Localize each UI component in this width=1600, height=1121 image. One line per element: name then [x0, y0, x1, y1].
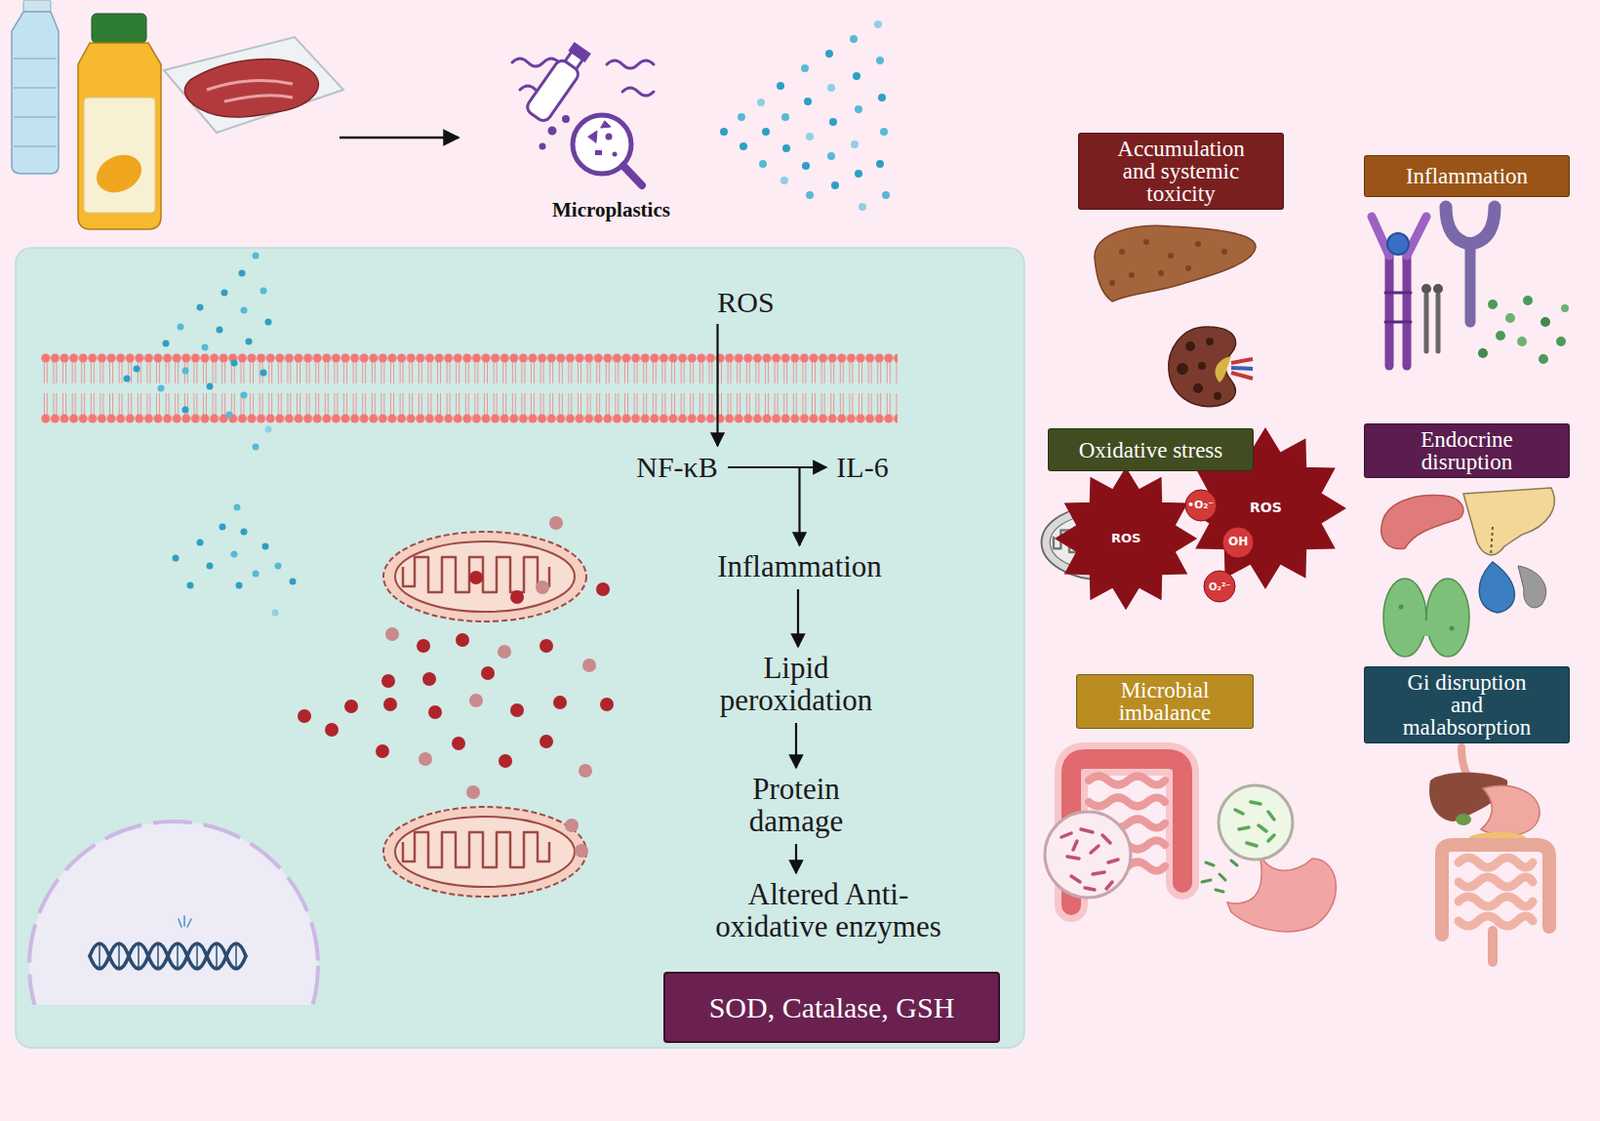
step-text: IL-6 [836, 451, 888, 483]
microplastic-dots [172, 504, 297, 617]
effect-box: Endocrine disruption [1363, 423, 1570, 479]
effect-box: Microbial imbalance [1076, 674, 1254, 729]
pathway-step: Altered Anti-oxidative enzymes [700, 877, 957, 946]
source-arrow [339, 136, 459, 140]
pathway-step: Protein damage [726, 771, 866, 840]
step-text: Inflammation [717, 551, 882, 584]
effect-box: Accumulation and systemic toxicity [1078, 132, 1284, 210]
flow-arrow [727, 467, 800, 546]
gut-microbiota-icon [1044, 759, 1336, 932]
mitochondrion [383, 806, 587, 897]
flow-arrow [795, 843, 798, 874]
step-text: Altered Anti-oxidative enzymes [706, 879, 951, 943]
cell-membrane [40, 353, 898, 424]
dna-helix [89, 916, 246, 969]
endocrine-glands-icon [1381, 487, 1555, 657]
nucleus [29, 821, 319, 1005]
step-text: ROS [717, 286, 774, 319]
radical-symbol: •O₂⁻ [1187, 499, 1214, 512]
enzyme-text: SOD, Catalase, GSH [709, 992, 956, 1024]
pathway-step: ROS [711, 284, 781, 320]
step-text: NF-κB [636, 451, 718, 483]
flow-arrow [795, 722, 798, 768]
water-bottle [11, 0, 59, 174]
radical-symbol: O₂²⁻ [1208, 581, 1232, 593]
effect-box: Gi disruption and malabsorption [1363, 666, 1570, 744]
ros-burst [1096, 475, 1299, 602]
step-text: Protein damage [732, 773, 860, 838]
digestive-tract-icon [1429, 747, 1550, 962]
pathway-step: IL-6 [830, 449, 895, 485]
ros-symbol: ROS [1249, 500, 1282, 516]
microplastic-dots [123, 252, 273, 451]
enzyme-box: SOD, Catalase, GSH [663, 971, 1000, 1043]
pathway-step: Inflammation [711, 549, 888, 586]
pathway-step: NF-κB [630, 449, 724, 485]
effect-text: Accumulation and systemic toxicity [1108, 137, 1255, 205]
meat-tray [163, 37, 344, 133]
pathway-step: Lipid peroxidation [707, 650, 885, 720]
ros-symbol: ROS [1111, 531, 1141, 546]
microplastic-dots [720, 20, 890, 211]
juice-bottle [78, 13, 161, 230]
icon-caption: Microplastics [552, 199, 671, 222]
mitochondrion [383, 531, 587, 622]
radical-symbol: OH [1228, 535, 1248, 549]
effect-text: Gi disruption and malabsorption [1396, 671, 1538, 739]
effect-text: Inflammation [1405, 164, 1528, 188]
effect-box: Oxidative stress [1047, 428, 1254, 472]
microplastics-icon [512, 41, 654, 186]
ros-dots [297, 516, 614, 858]
effect-box: Inflammation [1363, 155, 1570, 198]
flow-arrow [716, 323, 719, 446]
effect-text: Oxidative stress [1079, 439, 1224, 462]
effect-text: Microbial imbalance [1101, 679, 1229, 724]
liver-kidney-icon [1094, 225, 1256, 406]
mitochondrion [1041, 505, 1168, 581]
flow-arrow [797, 589, 800, 647]
effect-text: Endocrine disruption [1403, 428, 1531, 474]
antibody-receptor-icon [1371, 206, 1569, 366]
step-text: Lipid peroxidation [713, 652, 880, 717]
